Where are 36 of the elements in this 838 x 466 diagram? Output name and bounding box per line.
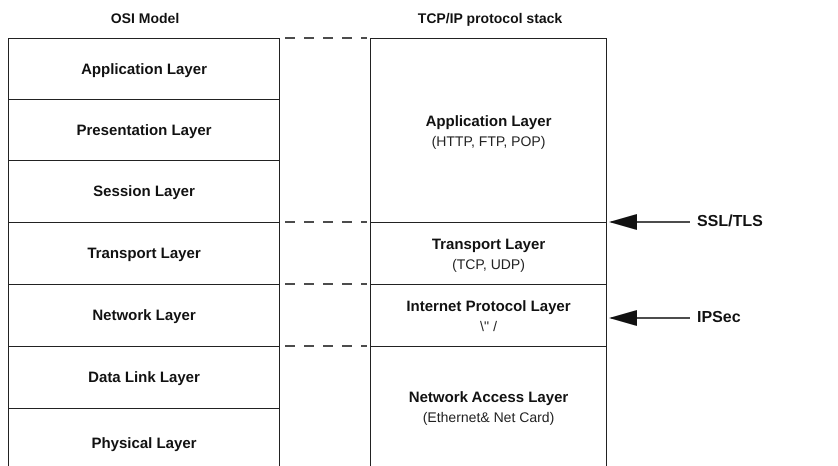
protocol-examples: (HTTP, FTP, POP) [432,132,546,148]
layer-box [370,222,607,285]
layer-box [8,284,280,347]
dashed-line [285,37,367,39]
layer-name: Network Access Layer [408,388,568,406]
layer-name: Physical Layer [91,435,197,452]
protocol-examples: (TCP, UDP) [452,256,525,272]
protocol-examples: (Ethernet& Net Card) [422,408,554,424]
layer-name: Data Link Layer [88,369,200,386]
layer-name: Transport Layer [432,236,546,252]
layer-box [8,222,280,285]
dashed-line [285,283,367,285]
dashed-line [285,221,367,223]
protocol-label: IPSec [697,309,741,327]
protocol-examples: \'' / [480,318,497,334]
layer-name: Transport Layer [87,245,201,262]
layer-name: Application Layer [426,112,552,130]
arrow [609,214,690,230]
layer-name: Application Layer [81,60,207,78]
layer-box [8,346,280,409]
protocol-label: SSL/TLS [697,213,763,231]
layer-box [370,38,607,223]
layer-name: Session Layer [93,183,195,200]
layer-name: Internet Protocol Layer [406,298,571,314]
column-heading: OSI Model [110,10,180,26]
layer-box [8,99,280,161]
layer-name: Network Layer [92,307,196,324]
arrow [609,310,690,326]
layer-name: Presentation Layer [76,122,212,138]
layer-box [8,408,280,466]
dashed-line [285,345,367,347]
layer-box [370,284,607,347]
layer-box [370,346,607,466]
column-heading: TCP/IP protocol stack [418,10,562,26]
layer-box [8,38,280,100]
layer-box [8,160,280,223]
